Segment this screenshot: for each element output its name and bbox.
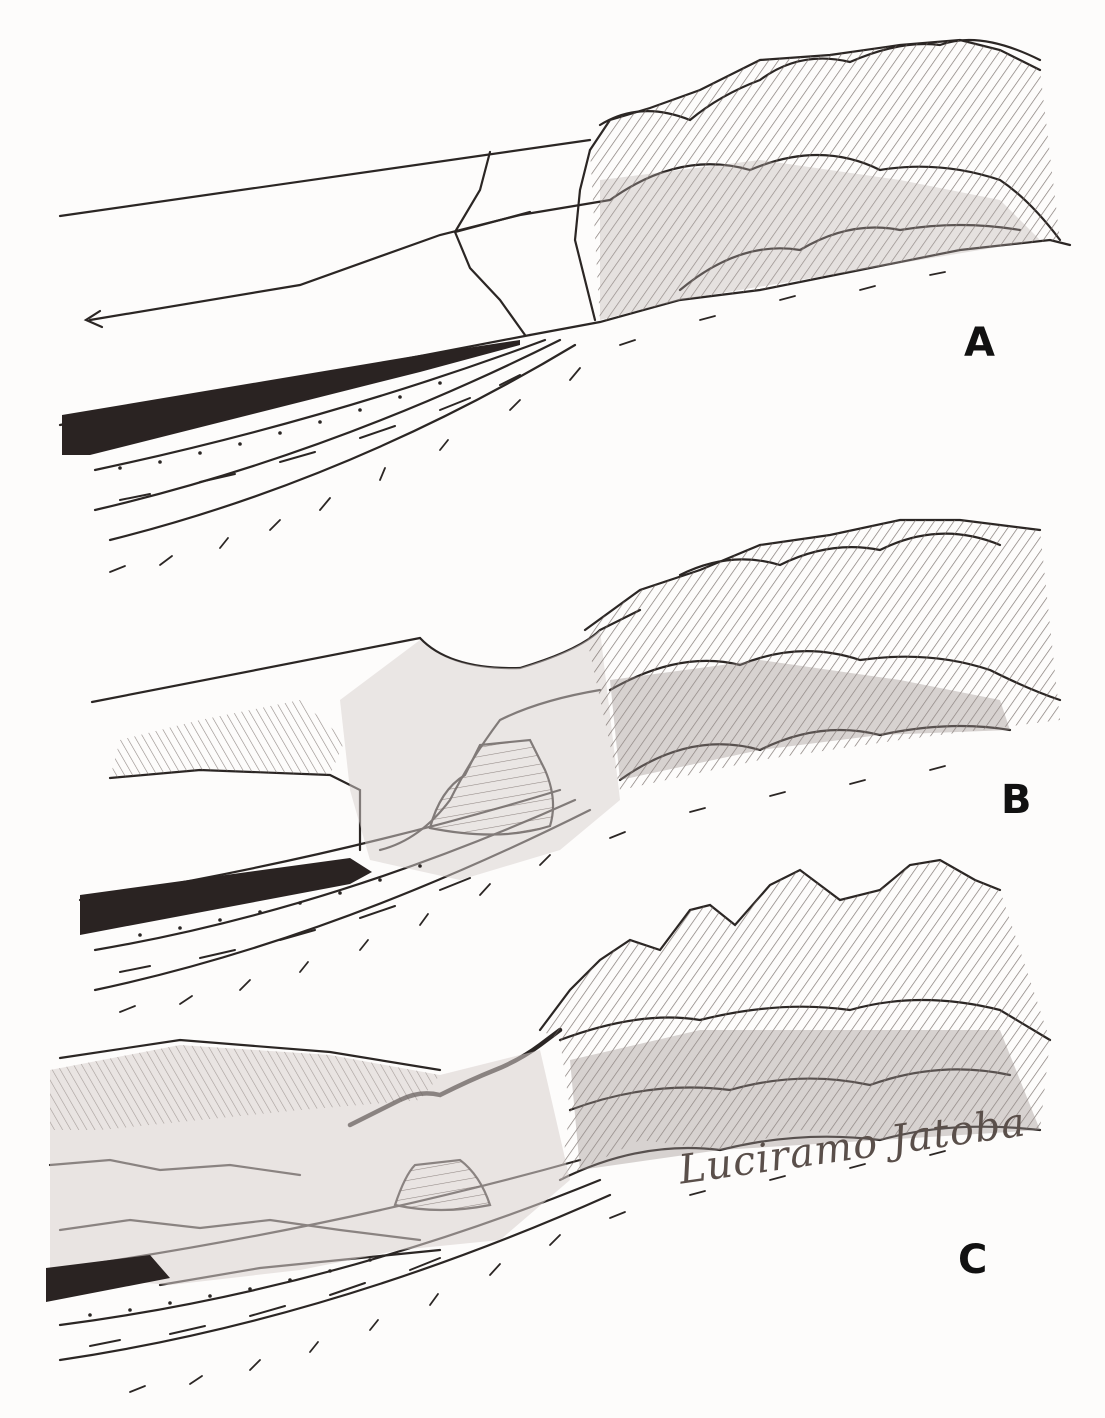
panel-label-a: A: [964, 323, 995, 363]
dark-layer-a: [62, 340, 520, 455]
panel-a-fills: [62, 40, 1060, 572]
plateau-surface-a: [60, 140, 590, 216]
panel-label-b: B: [1001, 780, 1032, 820]
fracture-a1: [455, 152, 525, 335]
plateau-scarp-b: [110, 700, 345, 778]
plateau-edge-b: [110, 770, 360, 850]
plateau-edge-a: [90, 200, 610, 320]
panel-label-c: C: [958, 1240, 987, 1280]
basement-ticks-a: [110, 272, 945, 572]
